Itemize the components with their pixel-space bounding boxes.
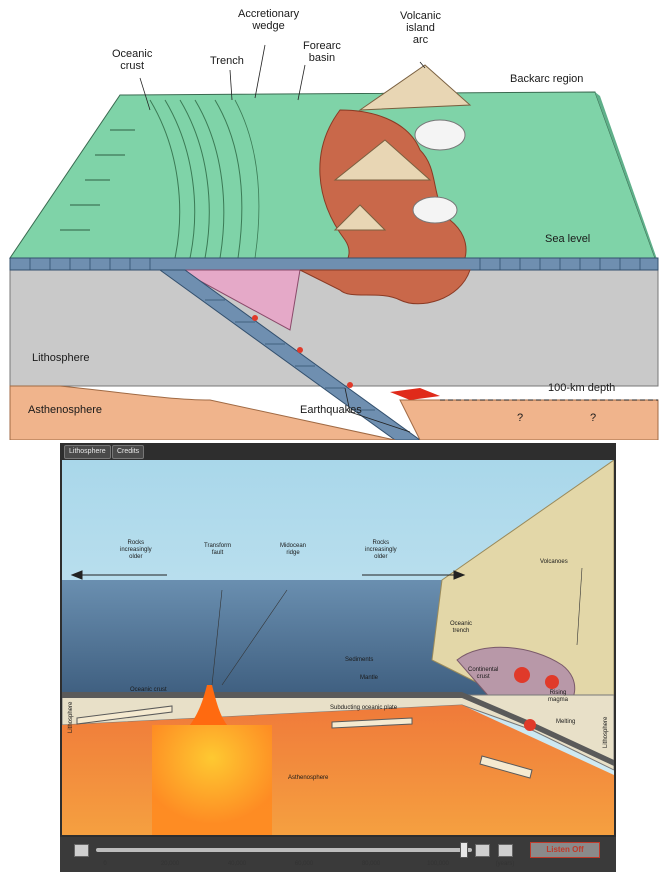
label-volcanoes: Volcanoes bbox=[540, 559, 568, 566]
timeline-tick: 0 bbox=[75, 861, 135, 867]
tectonics-animation-frame bbox=[62, 460, 614, 835]
volcano-1 bbox=[360, 65, 470, 110]
label-question-2: ? bbox=[590, 412, 596, 424]
earthquake-marker bbox=[252, 315, 258, 321]
magma-blob bbox=[514, 667, 530, 683]
label-lithosphere-left: Lithosphere bbox=[68, 702, 74, 733]
label-midocean-ridge: Midoceanridge bbox=[280, 543, 306, 557]
label-rocks-older-left: Rocksincreasinglyolder bbox=[120, 540, 152, 561]
label-asthenosphere-bottom: Asthenosphere bbox=[288, 775, 328, 782]
timeline-scrubber[interactable] bbox=[460, 842, 468, 858]
timeline-tick: 80,000 bbox=[341, 861, 401, 867]
earthquake-marker bbox=[297, 347, 303, 353]
rewind-button[interactable] bbox=[74, 844, 89, 857]
label-question-1: ? bbox=[517, 412, 523, 424]
label-trench: Trench bbox=[210, 55, 244, 67]
label-sediments: Sediments bbox=[345, 657, 373, 664]
pause-button[interactable] bbox=[475, 844, 490, 857]
label-transform-fault: Transformfault bbox=[204, 543, 231, 557]
magma-pocket bbox=[390, 388, 440, 400]
label-earthquakes: Earthquakes bbox=[300, 404, 362, 416]
timeline-track[interactable] bbox=[96, 848, 472, 852]
label-mantle: Mantle bbox=[360, 675, 378, 682]
label-rising-magma: Risingmagma bbox=[548, 690, 568, 704]
label-forearc-basin: Forearcbasin bbox=[303, 40, 341, 64]
label-asthenosphere: Asthenosphere bbox=[28, 404, 102, 416]
mantle-plume bbox=[152, 725, 272, 835]
oceanic-crust-strip bbox=[10, 258, 658, 270]
label-volcanic-island-arc: Volcanicislandarc bbox=[400, 10, 441, 46]
label-backarc-region: Backarc region bbox=[510, 73, 583, 85]
timeline-tick: 40,000 bbox=[207, 861, 267, 867]
tab-lithosphere[interactable]: Lithosphere bbox=[64, 445, 111, 459]
timeline-tick: 100,000 bbox=[408, 861, 468, 867]
label-continental-crust: Continentalcrust bbox=[468, 667, 498, 681]
earthquake-marker bbox=[347, 382, 353, 388]
animation-player: Lithosphere Credits bbox=[60, 443, 616, 872]
tab-credits[interactable]: Credits bbox=[112, 445, 144, 459]
subduction-illustration bbox=[0, 0, 660, 440]
label-oceanic-crust-bottom: Oceanic crust bbox=[130, 687, 167, 694]
label-lithosphere-right: Lithosphere bbox=[603, 717, 609, 748]
label-accretionary-wedge: Accretionarywedge bbox=[238, 8, 299, 32]
timeline-tick: 20,000 bbox=[140, 861, 200, 867]
subduction-block-diagram: Oceaniccrust Trench Accretionarywedge Fo… bbox=[0, 0, 660, 440]
label-subducting-oceanic-plate: Subducting oceanic plate bbox=[330, 705, 397, 712]
label-oceanic-crust: Oceaniccrust bbox=[112, 48, 152, 72]
magma-blob bbox=[545, 675, 559, 689]
label-oceanic-trench: Oceanictrench bbox=[450, 621, 472, 635]
timeline-unit: (years) bbox=[475, 861, 535, 867]
label-rocks-older-right: Rocksincreasinglyolder bbox=[365, 540, 397, 561]
magma-blob bbox=[524, 719, 536, 731]
label-100km-depth: 100-km depth bbox=[548, 382, 615, 394]
listen-off-button[interactable]: Listen Off bbox=[530, 842, 600, 858]
ash-cloud-1 bbox=[415, 120, 465, 150]
label-melting: Melting bbox=[556, 719, 575, 726]
label-sea-level: Sea level bbox=[545, 233, 590, 245]
timeline-tick: 60,000 bbox=[274, 861, 334, 867]
label-lithosphere: Lithosphere bbox=[32, 352, 90, 364]
ash-cloud-2 bbox=[413, 197, 457, 223]
step-button[interactable] bbox=[498, 844, 513, 857]
